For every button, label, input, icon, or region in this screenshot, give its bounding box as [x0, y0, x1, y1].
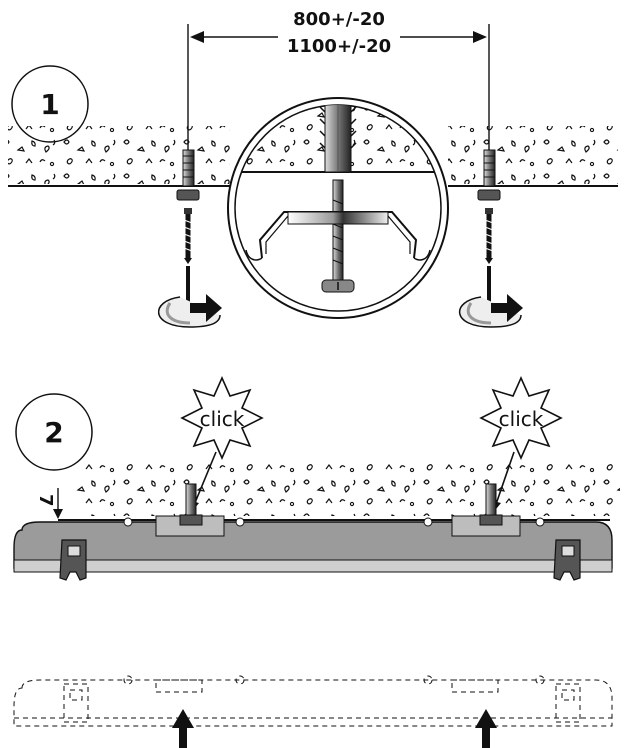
- right-clip-icon: [553, 539, 581, 581]
- left-wall-plug-icon: [176, 149, 200, 201]
- click-label-right: click: [499, 407, 544, 431]
- right-wall-plug-icon: [477, 149, 501, 201]
- push-up-arrow-left-icon: [172, 709, 194, 748]
- mounting-bracket-icon: [245, 211, 431, 261]
- left-screw-icon: [183, 208, 193, 264]
- left-clip-icon: [59, 539, 87, 581]
- step-2-number: 2: [44, 416, 63, 449]
- step-2-panel: 2 click click 7: [13, 376, 620, 581]
- detail-wall-plug-icon: [319, 105, 357, 173]
- click-callout-right: click: [479, 376, 563, 514]
- luminaire-outline: [13, 675, 613, 727]
- dimension-label-1100: 1100+/-20: [287, 36, 391, 57]
- click-label-left: click: [200, 407, 245, 431]
- dimension-markers: 800+/-20 1100+/-20: [187, 9, 490, 152]
- gap-label: 7: [35, 494, 56, 507]
- arrowhead-right-icon: [473, 31, 487, 43]
- step-1-number: 1: [40, 88, 59, 121]
- step-1-panel: 800+/-20 1100+/-20 1: [8, 9, 618, 328]
- ceiling-surface-step-2: [58, 462, 620, 521]
- right-rotation-arrow-icon: [459, 266, 523, 328]
- detail-screw-icon: [321, 179, 355, 293]
- dimension-label-800: 800+/-20: [293, 9, 385, 30]
- right-screw-icon: [484, 208, 494, 264]
- left-rotation-arrow-icon: [158, 266, 222, 328]
- detail-zoom-circle: [227, 97, 449, 319]
- luminaire-body: [13, 483, 613, 573]
- gap-arrow-down-icon: [53, 509, 63, 519]
- arrowhead-left-icon: [190, 31, 204, 43]
- step-2-badge: 2: [15, 393, 93, 471]
- step-1-badge: 1: [11, 65, 89, 143]
- step-3-panel: [13, 675, 613, 748]
- push-up-arrow-right-icon: [475, 709, 497, 748]
